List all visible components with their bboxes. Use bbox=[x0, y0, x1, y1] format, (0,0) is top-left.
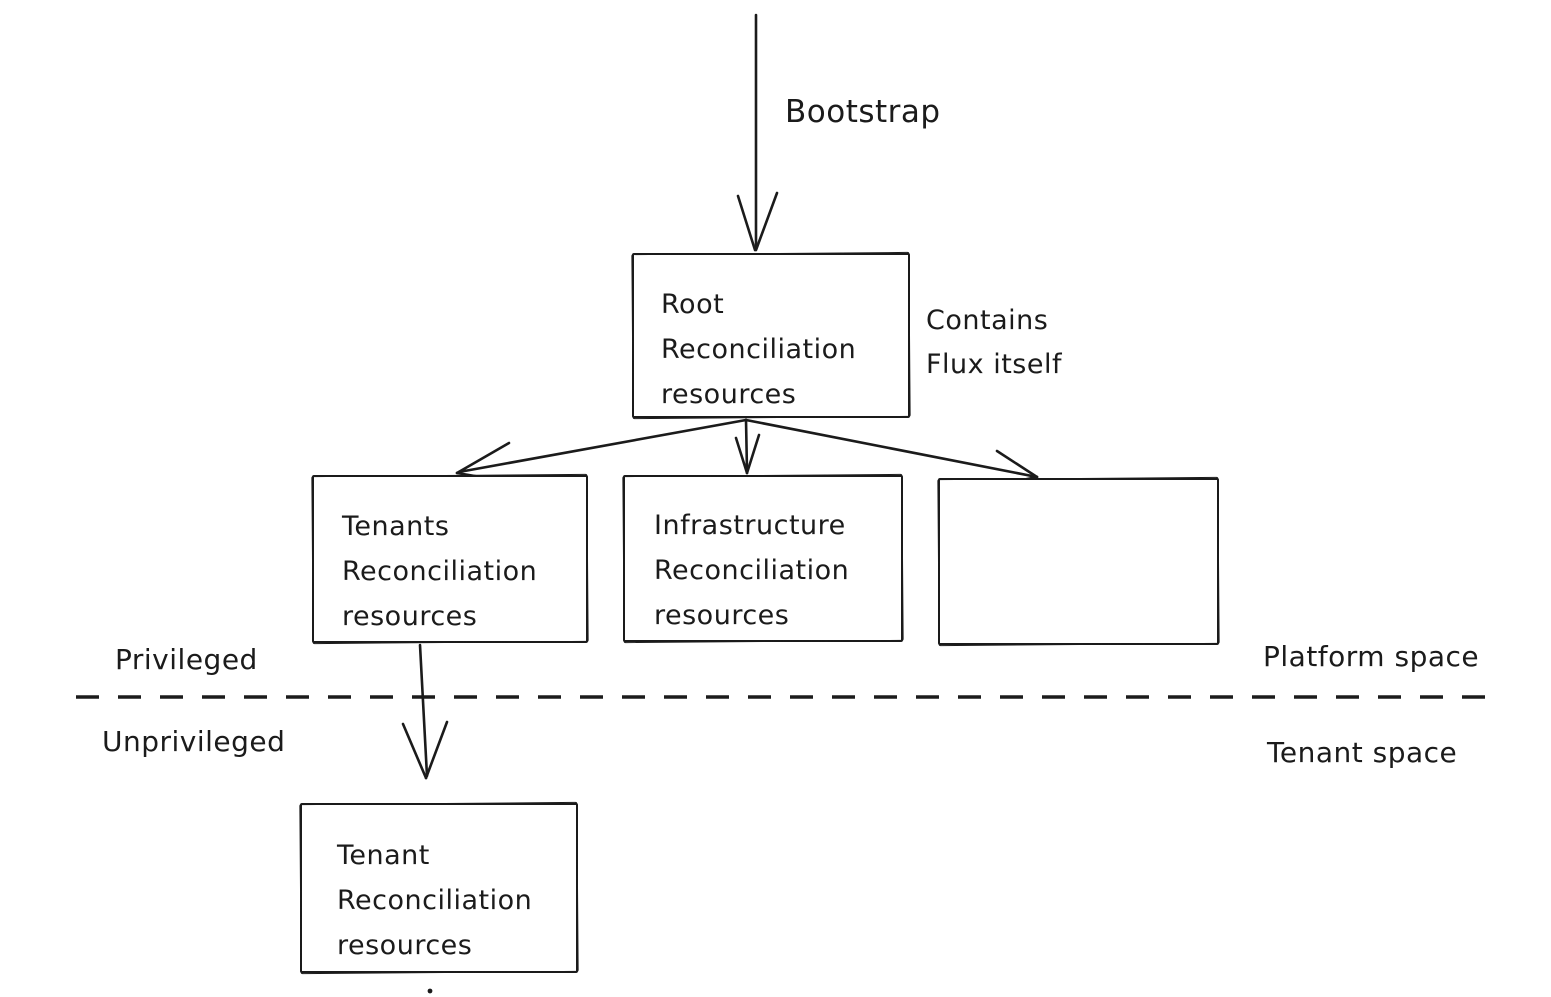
bootstrap-arrow bbox=[736, 13, 779, 252]
contains-flux-note-line: Flux itself bbox=[926, 349, 1062, 380]
contains-flux-note: Contains Flux itself bbox=[926, 299, 1062, 387]
infrastructure-reconciliation-box: Infrastructure Reconciliation resources bbox=[623, 475, 903, 642]
tenants-box-line: resources bbox=[342, 601, 478, 632]
tenant-box-line: Tenant bbox=[337, 840, 430, 871]
root-box-line: Root bbox=[661, 289, 725, 320]
infrastructure-box-line: Infrastructure bbox=[654, 510, 846, 541]
tenant-reconciliation-box: Tenant Reconciliation resources bbox=[300, 803, 578, 973]
unprivileged-label: Unprivileged bbox=[102, 725, 286, 758]
tenants-reconciliation-box: Tenants Reconciliation resources bbox=[312, 475, 588, 643]
infrastructure-box-line: Reconciliation bbox=[654, 555, 850, 586]
root-to-tenants-arrow bbox=[455, 418, 748, 485]
tenants-to-tenant-arrow bbox=[401, 643, 449, 780]
contains-flux-note-line: Contains bbox=[926, 305, 1049, 336]
root-to-infrastructure-arrow bbox=[734, 418, 761, 475]
tenants-box-line: Reconciliation bbox=[342, 556, 538, 587]
empty-box bbox=[938, 478, 1219, 645]
root-reconciliation-box: Root Reconciliation resources bbox=[632, 253, 910, 418]
bootstrap-label: Bootstrap bbox=[785, 94, 941, 130]
infrastructure-box-line: resources bbox=[654, 600, 790, 631]
tenant-space-label: Tenant space bbox=[1267, 736, 1458, 769]
root-box-line: Reconciliation bbox=[661, 334, 857, 365]
arrow-stub-dot bbox=[427, 988, 433, 994]
tenant-box-line: resources bbox=[337, 930, 473, 961]
privileged-label: Privileged bbox=[115, 643, 258, 676]
tenants-box-line: Tenants bbox=[342, 511, 450, 542]
platform-space-label: Platform space bbox=[1263, 640, 1480, 673]
tenant-box-line: Reconciliation bbox=[337, 885, 533, 916]
root-box-line: resources bbox=[661, 379, 797, 410]
